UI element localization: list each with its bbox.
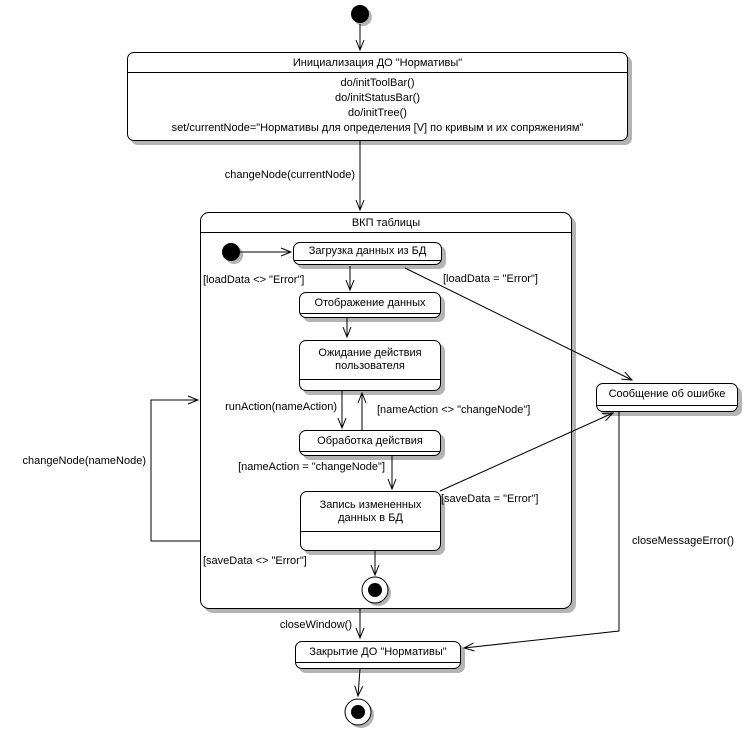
- state-process-action: Обработка действия: [299, 430, 441, 456]
- state-wait-user-action-compartment: [300, 379, 440, 390]
- state-process-action-title: Обработка действия: [317, 434, 423, 447]
- state-load-data-title: Загрузка данных из БД: [308, 245, 427, 257]
- arrow-close-to-final: [358, 668, 360, 696]
- label-save-ok: [saveData <> "Error"]: [203, 555, 307, 567]
- label-change-node-name: changeNode(nameNode): [22, 455, 146, 467]
- state-display-data-title: Отображение данных: [314, 296, 426, 309]
- action-init-tree: do/initTree(): [348, 107, 407, 119]
- label-name-action-eq: [nameAction = "changeNode"]: [238, 461, 385, 473]
- label-save-error: [saveData = "Error"]: [441, 493, 539, 505]
- state-load-data-compartment: [294, 260, 441, 264]
- label-name-action-neq: [nameAction <> "changeNode"]: [377, 404, 531, 416]
- state-wait-user-action-title: Ожидание действия пользователя: [318, 347, 422, 372]
- state-close-do-compartment: [296, 662, 460, 668]
- state-process-action-compartment: [300, 451, 440, 455]
- state-wait-user-action: Ожидание действия пользователя: [299, 340, 441, 391]
- label-close-message-error: closeMessageError(): [632, 535, 735, 547]
- state-vkp-tables-title: ВКП таблицы: [201, 213, 571, 233]
- state-initialization: Инициализация ДО "Нормативы" do/initTool…: [127, 52, 628, 141]
- state-display-data: Отображение данных: [299, 292, 441, 318]
- state-save-data: Запись измененных данных в БД: [300, 491, 441, 551]
- state-display-data-compartment: [300, 313, 440, 317]
- state-close-do-title: Закрытие ДО "Нормативы": [309, 645, 447, 658]
- label-load-ok: [loadData <> "Error"]: [203, 274, 305, 286]
- label-close-window: closeWindow(): [279, 619, 352, 631]
- label-change-node-current: changeNode(currentNode): [224, 169, 355, 181]
- state-save-data-title: Запись измененных данных в БД: [319, 498, 422, 524]
- state-close-do: Закрытие ДО "Нормативы": [295, 641, 461, 669]
- final-node-bottom: [344, 698, 374, 728]
- state-error-message: Сообщение об ошибке: [596, 383, 738, 412]
- state-error-message-compartment: [597, 405, 737, 411]
- state-error-message-title: Сообщение об ошибке: [608, 388, 726, 400]
- arrow-vkp-self-loop: [150, 400, 200, 542]
- state-load-data: Загрузка данных из БД: [293, 242, 442, 265]
- state-save-data-compartment: [301, 531, 440, 550]
- action-init-toolbar: do/initToolBar(): [340, 77, 415, 89]
- initial-node-top: [351, 5, 372, 26]
- state-initialization-actions: do/initToolBar() do/initStatusBar() do/i…: [128, 73, 627, 140]
- label-run-action: runAction(nameAction): [225, 401, 337, 413]
- label-load-error: [loadData = "Error"]: [443, 273, 538, 285]
- action-init-statusbar: do/initStatusBar(): [335, 92, 420, 104]
- state-initialization-title: Инициализация ДО "Нормативы": [128, 53, 627, 73]
- action-set-current-node: set/currentNode="Нормативы для определен…: [171, 122, 584, 134]
